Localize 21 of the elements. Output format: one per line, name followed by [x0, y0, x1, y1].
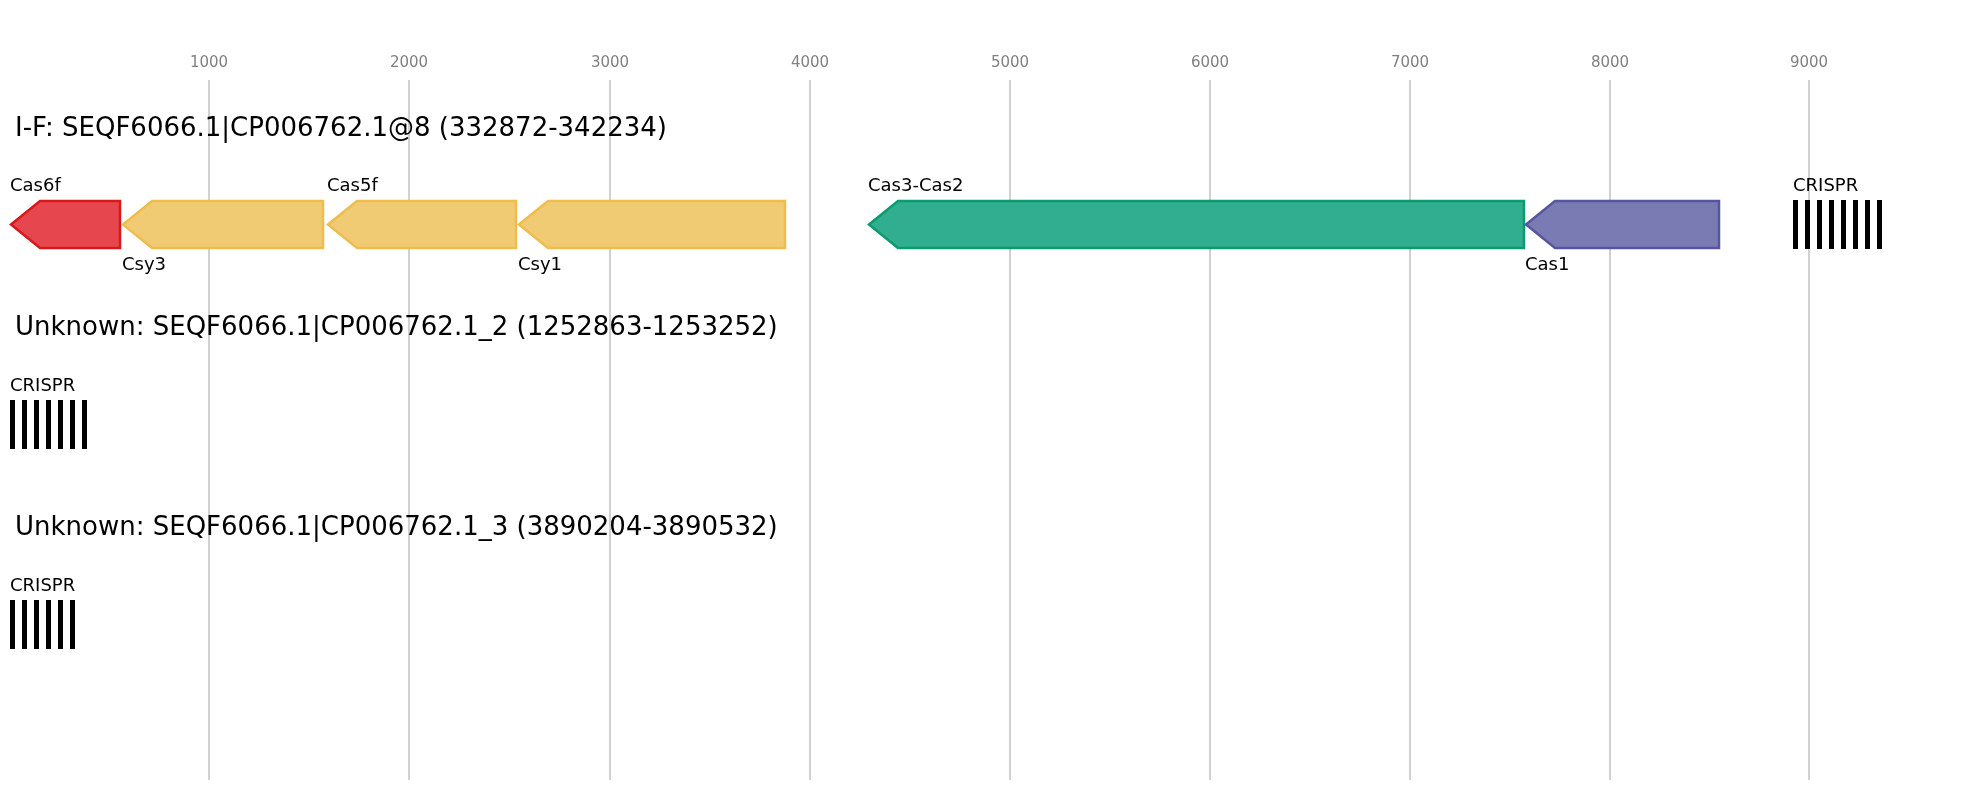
gene-label: Cas3-Cas2 — [868, 174, 964, 195]
gene-label: Csy3 — [122, 253, 167, 274]
axis-tick-label: 6000 — [1190, 53, 1230, 71]
axis-tick-label: 8000 — [1590, 53, 1630, 71]
gene-label: Cas6f — [10, 174, 61, 195]
axis-tick-label: 3000 — [590, 53, 630, 71]
track-title: I-F: SEQF6066.1|CP006762.1@8 (332872-342234) — [15, 112, 667, 142]
gene-label: Csy1 — [518, 253, 563, 274]
axis-tick-label: 1000 — [189, 53, 229, 71]
gene-label: Cas5f — [327, 174, 378, 195]
crispr-label: CRISPR — [10, 574, 76, 595]
crispr-label: CRISPR — [1793, 174, 1859, 195]
gene-label: Cas1 — [1525, 253, 1570, 274]
axis-tick-label: 9000 — [1789, 53, 1829, 71]
axis-tick-label: 4000 — [790, 53, 830, 71]
track-title: Unknown: SEQF6066.1|CP006762.1_2 (1252863-1253252) — [15, 311, 778, 341]
axis-tick-label: 2000 — [389, 53, 429, 71]
track-title: Unknown: SEQF6066.1|CP006762.1_3 (3890204-3890532) — [15, 511, 778, 541]
axis-tick-label: 7000 — [1390, 53, 1430, 71]
crispr-label: CRISPR — [10, 374, 76, 395]
axis-tick-label: 5000 — [990, 53, 1030, 71]
